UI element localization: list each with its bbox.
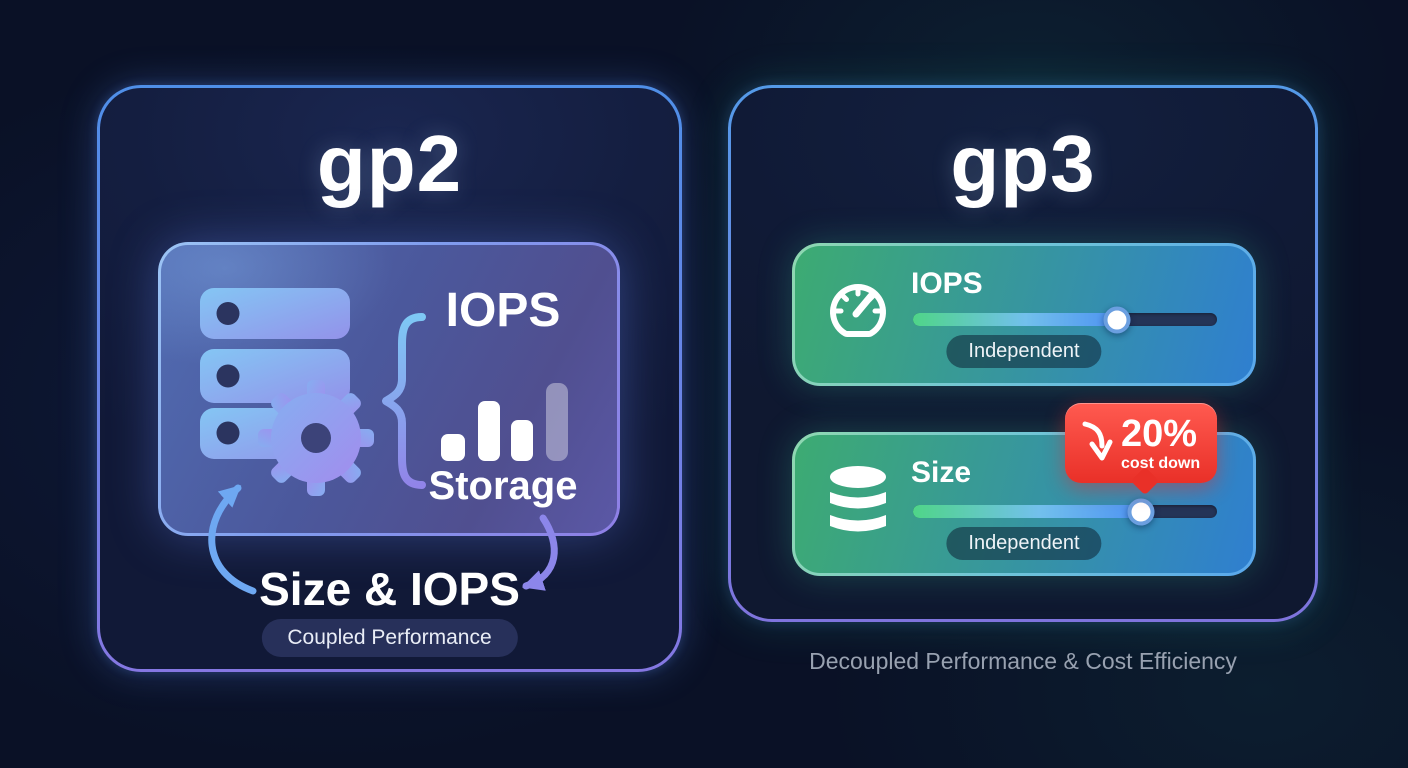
gp2-coupling-card-body: IOPS Storage — [161, 245, 617, 533]
cost-down-badge: 20% cost down — [1065, 403, 1217, 483]
gp2-storage-label: Storage — [428, 464, 578, 508]
iops-slider-handle[interactable] — [1103, 306, 1131, 333]
bar-chart-icon — [441, 383, 568, 461]
iops-slider[interactable] — [913, 306, 1217, 333]
gp3-iops-label: IOPS — [911, 267, 983, 300]
gp2-coupled-performance-badge: Coupled Performance — [261, 619, 518, 657]
gp2-iops-label: IOPS — [445, 284, 561, 337]
gp2-coupling-card: IOPS Storage — [158, 242, 620, 536]
gp3-iops-card-body: IOPS Independent — [795, 246, 1253, 383]
speedometer-icon — [830, 284, 886, 337]
gp2-panel-body: gp2 — [100, 88, 679, 669]
gp3-caption: Decoupled Performance & Cost Efficiency — [809, 648, 1237, 674]
gp3-size-label: Size — [911, 456, 972, 489]
gp3-size-independent-badge: Independent — [946, 527, 1102, 560]
size-slider-fill — [913, 505, 1141, 518]
server-stack-icon — [200, 288, 374, 496]
gp3-panel: gp3 IOPS — [728, 85, 1318, 622]
gp2-panel: gp2 — [97, 85, 682, 672]
curly-brace-icon — [382, 313, 426, 489]
gear-icon — [258, 380, 374, 496]
cost-down-value: 20% — [1121, 412, 1198, 455]
size-slider-handle[interactable] — [1127, 498, 1155, 525]
gp3-panel-body: gp3 IOPS — [731, 88, 1315, 619]
iops-slider-fill — [913, 313, 1117, 326]
gp2-coupling-text: Size & IOPS — [259, 563, 520, 615]
database-icon — [830, 466, 886, 532]
cost-down-label: cost down — [1121, 454, 1201, 472]
gp3-iops-card: IOPS Independent — [792, 243, 1256, 386]
gp3-iops-independent-badge: Independent — [946, 335, 1102, 368]
size-slider[interactable] — [913, 498, 1217, 525]
cost-down-arrow-icon — [1082, 421, 1113, 461]
gp2-title: gp2 — [316, 119, 463, 208]
gp3-title: gp3 — [950, 119, 1096, 208]
